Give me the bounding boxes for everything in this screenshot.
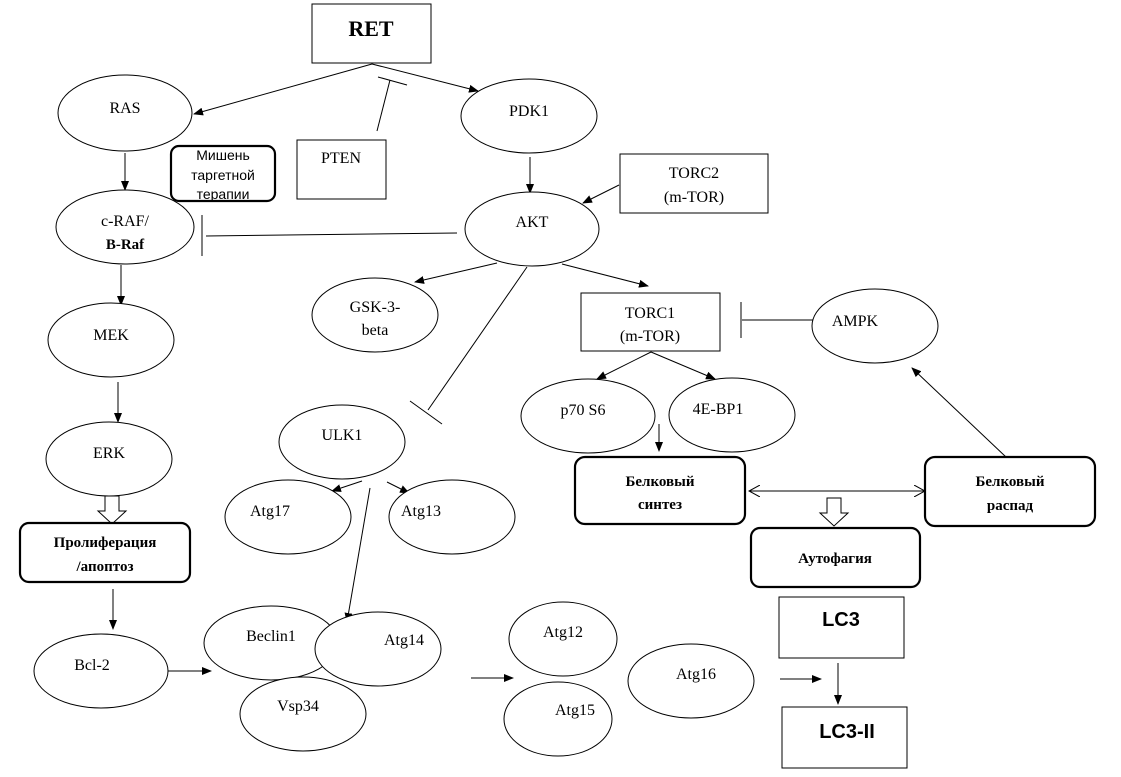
node-atg14[interactable]: Atg14 bbox=[314, 611, 442, 687]
node-akt[interactable]: AKT bbox=[464, 191, 600, 267]
node-4ebp1[interactable]: 4E-BP1 bbox=[668, 377, 796, 453]
protein-synthesis-line-1: Белковый bbox=[625, 474, 694, 490]
node-4ebp1-label: 4E-BP1 bbox=[693, 401, 744, 418]
node-atg14-label: Atg14 bbox=[384, 632, 424, 649]
edge-ulk1-atg17 bbox=[331, 480, 363, 492]
edge-pten-bar bbox=[377, 76, 408, 86]
node-torc1-label-2: (m-TOR) bbox=[620, 328, 680, 345]
node-torc2-label-2: (m-TOR) bbox=[664, 189, 724, 206]
node-proliferation-apoptosis[interactable]: Пролиферация /апоптоз bbox=[18, 521, 192, 584]
hollow-arrow-autophagy bbox=[818, 497, 850, 527]
node-atg13[interactable]: Atg13 bbox=[388, 479, 516, 555]
node-ras-label: RAS bbox=[109, 100, 140, 117]
node-gsk3b-label-1: GSK-3- bbox=[350, 299, 401, 316]
edges bbox=[109, 63, 1007, 705]
node-pten-label: PTEN bbox=[321, 150, 361, 167]
edge-akt-torc1 bbox=[561, 263, 649, 288]
target-therapy-line-2: таргетной bbox=[191, 167, 255, 183]
node-atg15-label: Atg15 bbox=[555, 702, 595, 719]
node-p70s6[interactable]: p70 S6 bbox=[520, 378, 656, 454]
node-ulk1[interactable]: ULK1 bbox=[278, 404, 406, 480]
node-ampk-label: AMPK bbox=[832, 313, 879, 330]
node-beclin1-label: Beclin1 bbox=[246, 628, 296, 645]
edge-akt-craf-inhibit bbox=[205, 232, 458, 237]
hollow-arrow-erk-outcome bbox=[96, 495, 128, 525]
node-atg12[interactable]: Atg12 bbox=[508, 601, 618, 677]
edge-ret-ras bbox=[193, 63, 373, 116]
protein-synthesis-line-2: синтез bbox=[638, 497, 682, 513]
node-mek[interactable]: MEK bbox=[47, 302, 175, 378]
node-bcl2[interactable]: Bcl-2 bbox=[33, 633, 169, 709]
node-autophagy-label: Аутофагия bbox=[798, 551, 872, 567]
protein-degradation-line-1: Белковый bbox=[975, 474, 1044, 490]
protein-degradation-line-2: распад bbox=[987, 498, 1034, 514]
node-atg15[interactable]: Atg15 bbox=[503, 681, 613, 757]
node-protein-degradation[interactable]: Белковый распад bbox=[923, 455, 1097, 528]
node-target-therapy[interactable]: Мишень таргетной терапии bbox=[169, 144, 277, 203]
node-pten[interactable]: PTEN bbox=[296, 139, 387, 200]
node-torc1-label-1: TORC1 bbox=[625, 305, 675, 322]
node-erk[interactable]: ERK bbox=[45, 421, 173, 497]
edge-ulk1-atg13 bbox=[386, 481, 410, 494]
node-ret[interactable]: RET bbox=[311, 3, 432, 64]
node-protein-synthesis[interactable]: Белковый синтез bbox=[573, 455, 747, 526]
node-ampk[interactable]: AMPK bbox=[811, 288, 939, 364]
edge-torc1-p70 bbox=[596, 351, 652, 380]
edge-torc1-4ebp1 bbox=[650, 351, 716, 380]
node-craf-braf[interactable]: c-RAF/ B-Raf bbox=[55, 189, 195, 265]
proliferation-line-1: Пролиферация bbox=[54, 535, 157, 551]
node-atg17-label: Atg17 bbox=[250, 503, 290, 520]
edge-akt-ulk1-inhibit bbox=[427, 266, 528, 411]
node-lc3ii-label: LC3-II bbox=[819, 721, 875, 743]
node-ret-label: RET bbox=[348, 16, 394, 41]
edge-ulk1-atg14 bbox=[344, 487, 371, 623]
edge-akt-ulk1-bar bbox=[409, 400, 443, 425]
node-atg13-label: Atg13 bbox=[401, 503, 441, 520]
node-erk-label: ERK bbox=[93, 445, 125, 462]
node-torc2[interactable]: TORC2 (m-TOR) bbox=[619, 153, 769, 214]
proliferation-line-2: /апоптоз bbox=[76, 559, 134, 575]
node-p70s6-label: p70 S6 bbox=[561, 402, 606, 419]
edge-akt-gsk3 bbox=[414, 262, 498, 284]
edge-pten-inhibit bbox=[376, 79, 391, 132]
edge-torc2-akt bbox=[582, 184, 620, 204]
node-torc2-label-1: TORC2 bbox=[669, 165, 719, 182]
node-craf-label: c-RAF/ bbox=[101, 213, 150, 230]
node-vsp34-label: Vsp34 bbox=[277, 698, 319, 715]
node-lc3ii[interactable]: LC3-II bbox=[781, 706, 908, 769]
node-akt-label: AKT bbox=[516, 214, 549, 231]
node-autophagy[interactable]: Аутофагия bbox=[749, 526, 922, 589]
node-ulk1-label: ULK1 bbox=[322, 427, 363, 444]
node-atg12-label: Atg12 bbox=[543, 624, 583, 641]
edge-ret-pdk1 bbox=[371, 63, 479, 93]
node-pdk1-label: PDK1 bbox=[509, 103, 549, 120]
node-vsp34[interactable]: Vsp34 bbox=[239, 676, 367, 752]
node-gsk3b-label-2: beta bbox=[362, 322, 389, 339]
target-therapy-line-1: Мишень bbox=[196, 147, 250, 163]
node-braf-label: B-Raf bbox=[106, 237, 145, 253]
target-therapy-line-3: терапии bbox=[197, 186, 250, 202]
node-torc1[interactable]: TORC1 (m-TOR) bbox=[580, 292, 721, 352]
node-atg16-label: Atg16 bbox=[676, 666, 716, 683]
node-mek-label: MEK bbox=[93, 327, 129, 344]
node-ras[interactable]: RAS bbox=[57, 74, 193, 152]
node-atg17[interactable]: Atg17 bbox=[224, 479, 352, 555]
node-pdk1[interactable]: PDK1 bbox=[460, 78, 598, 154]
node-atg16[interactable]: Atg16 bbox=[627, 643, 755, 719]
node-gsk3b[interactable]: GSK-3- beta bbox=[311, 277, 439, 353]
edge-degradation-ampk bbox=[911, 367, 1007, 458]
node-lc3-label: LC3 bbox=[822, 609, 860, 631]
node-bcl2-label: Bcl-2 bbox=[74, 657, 110, 674]
node-lc3[interactable]: LC3 bbox=[778, 596, 905, 659]
